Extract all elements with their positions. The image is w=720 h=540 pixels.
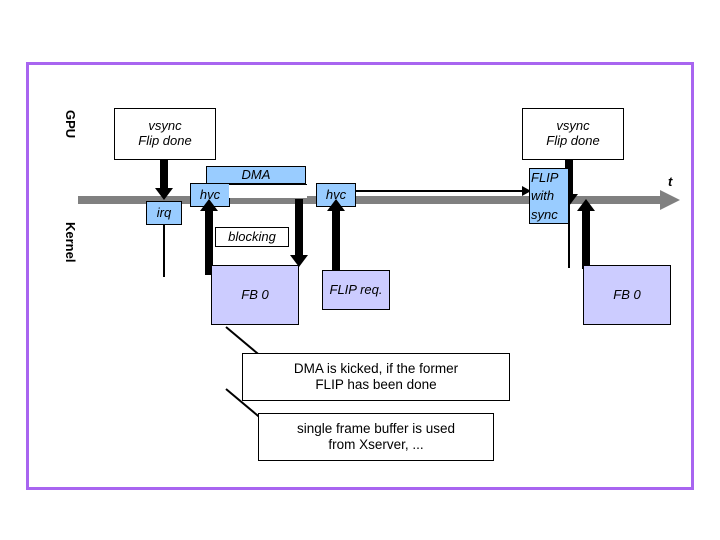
lane-label-gpu: GPU: [63, 110, 78, 139]
slide-frame-border: [26, 62, 694, 490]
flip-with-sync-line2: with: [531, 188, 555, 204]
timeline-arrowhead-icon: [660, 190, 680, 210]
flip-with-sync-box: FLIP with sync: [529, 168, 569, 224]
vsync-label-right: vsync: [556, 118, 590, 134]
fb0-box-right: FB 0: [583, 265, 671, 325]
fb0-box-left: FB 0: [211, 265, 299, 325]
note-box-single-framebuffer: single frame buffer is used from Xserver…: [258, 413, 494, 461]
vsync-label-left: vsync: [148, 118, 182, 134]
hvc-label-1: hvc: [199, 186, 221, 202]
flip-with-sync-line3: sync: [531, 206, 558, 222]
irq-label: irq: [156, 204, 172, 220]
timeline-axis-label: t: [668, 174, 673, 189]
irq-box: irq: [146, 201, 182, 225]
note-box-dma-kicked: DMA is kicked, if the former FLIP has be…: [242, 353, 510, 401]
blocking-label: blocking: [228, 228, 276, 244]
flip-sync-connector-line: [568, 196, 570, 268]
fb0-label-left: FB 0: [241, 286, 269, 302]
blocking-box: blocking: [215, 227, 289, 247]
lane-label-kernel: Kernel: [63, 222, 78, 263]
dma-label: DMA: [241, 166, 271, 182]
flip-with-sync-line1: FLIP: [531, 170, 559, 185]
note-2-line1: single frame buffer is used: [296, 421, 456, 437]
note-1-line1: DMA is kicked, if the former: [293, 361, 459, 377]
flip-req-label: FLIP req.: [329, 281, 383, 297]
dma-box: DMA: [206, 166, 306, 184]
fb0-label-right: FB 0: [613, 286, 641, 302]
timeline-axis: [78, 196, 664, 204]
hvc-label-2: hvc: [325, 186, 347, 202]
flip-done-label-left: Flip done: [138, 133, 192, 148]
flip-done-label-right: Flip done: [546, 133, 600, 148]
dma-span-underline: [229, 184, 307, 198]
note-2-line2: from Xserver, ...: [328, 437, 424, 452]
irq-connector-line: [163, 225, 165, 277]
hvc2-to-flip-connector: [356, 190, 524, 192]
hvc2-to-flip-arrowhead-icon: [522, 186, 531, 196]
flip-req-box: FLIP req.: [322, 270, 390, 310]
vsync-flip-done-box-left: vsync Flip done: [114, 108, 216, 160]
vsync-flip-done-box-right: vsync Flip done: [522, 108, 624, 160]
note-1-line2: FLIP has been done: [315, 377, 437, 392]
